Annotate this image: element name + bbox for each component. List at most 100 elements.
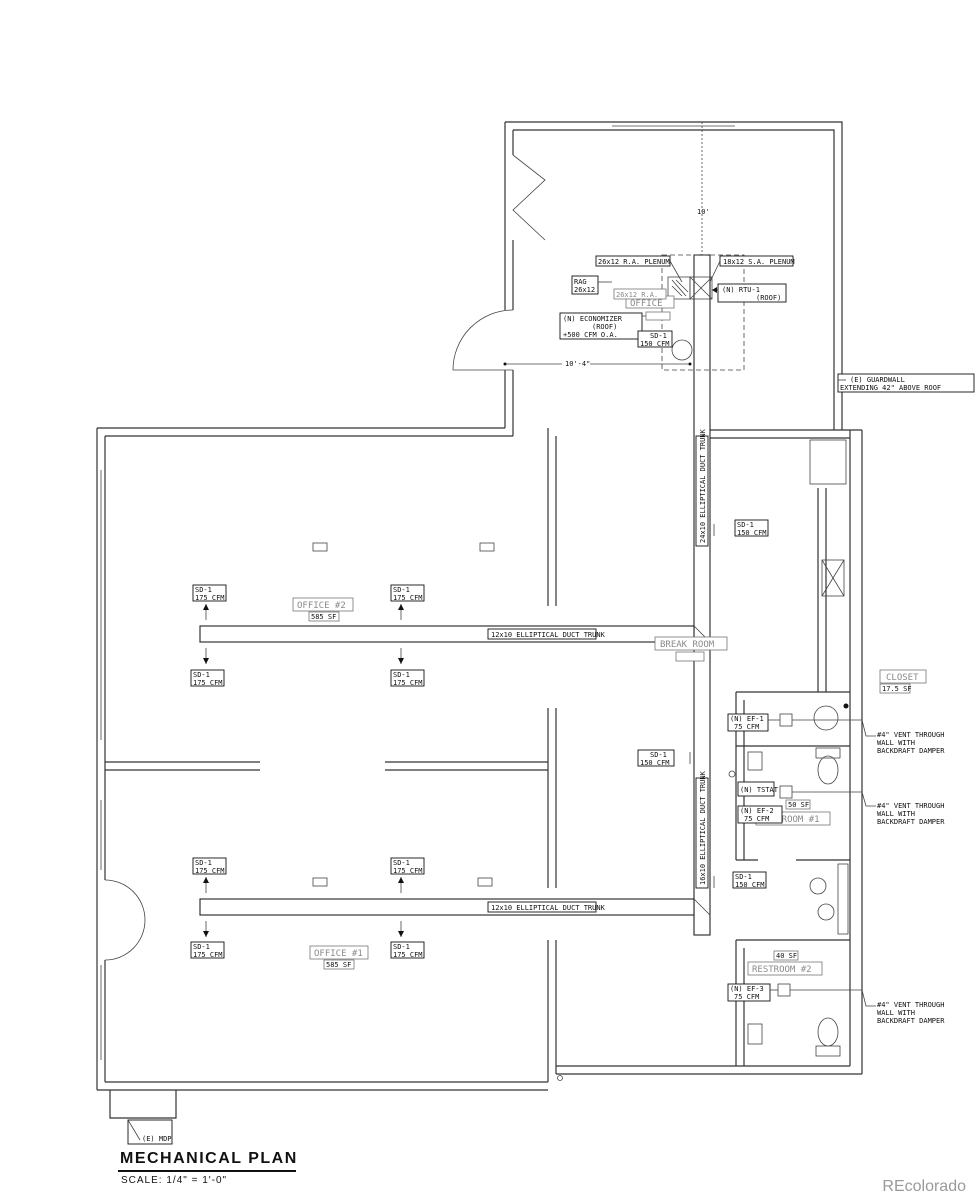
- svg-text:BACKDRAFT DAMPER: BACKDRAFT DAMPER: [877, 1017, 945, 1025]
- sa-plenum-label: 18x12 S.A. PLENUM: [723, 258, 795, 266]
- vent-note: #4" VENT THROUGH WALL WITH BACKDRAFT DAM…: [792, 719, 945, 755]
- svg-text:WALL WITH: WALL WITH: [877, 739, 915, 747]
- diffuser-tag: SD-1 175 CFM: [390, 921, 425, 959]
- svg-text:150 CFM: 150 CFM: [735, 881, 765, 889]
- svg-text:SD-1: SD-1: [195, 859, 212, 867]
- svg-text:175 CFM: 175 CFM: [195, 594, 225, 602]
- office-3-label: OFFICE: [630, 299, 663, 309]
- exhaust-fan-tag: (N) EF-2 75 CFM: [737, 785, 793, 824]
- rtu-sd1-tag: SD-1: [650, 332, 667, 340]
- diffuser-tag: SD-1 175 CFM: [390, 584, 425, 620]
- plan-scale: SCALE: 1/4" = 1'-0": [121, 1175, 228, 1186]
- tstat-label: (N) TSTAT: [740, 786, 779, 794]
- svg-text:175 CFM: 175 CFM: [393, 679, 423, 687]
- office-1-label: OFFICE #1: [314, 949, 363, 959]
- svg-text:175 CFM: 175 CFM: [393, 594, 423, 602]
- guardwall-line-1: (E) GUARDWALL: [850, 376, 905, 384]
- restroom-2-area: 40 SF: [776, 952, 797, 960]
- exhaust-fan-tag: (N) EF-3 75 CFM: [727, 983, 791, 1002]
- svg-text:75 CFM: 75 CFM: [734, 993, 759, 1001]
- svg-text:#4" VENT THROUGH: #4" VENT THROUGH: [877, 1001, 944, 1009]
- svg-text:SD-1: SD-1: [735, 873, 752, 881]
- office-2-label: OFFICE #2: [297, 601, 346, 611]
- svg-text:SD-1: SD-1: [737, 521, 754, 529]
- rtu-note: (ROOF): [756, 294, 781, 302]
- svg-text:WALL WITH: WALL WITH: [877, 810, 915, 818]
- diffuser-tag: SD-1 175 CFM: [192, 584, 227, 620]
- rag-tag: RAG: [574, 278, 587, 286]
- mdp-tag: (E) MDP: [127, 1119, 173, 1145]
- restroom-1-area: 50 SF: [788, 801, 809, 809]
- svg-text:175 CFM: 175 CFM: [393, 867, 423, 875]
- lower-trunk-label: 12x10 ELLIPTICAL DUCT TRUNK: [491, 904, 606, 912]
- svg-text:#4" VENT THROUGH: #4" VENT THROUGH: [877, 802, 944, 810]
- duct-trunk-labels: 12x10 ELLIPTICAL DUCT TRUNK 12x10 ELLIPT…: [487, 428, 709, 913]
- ceiling-grilles: [312, 542, 495, 887]
- svg-text:BACKDRAFT DAMPER: BACKDRAFT DAMPER: [877, 818, 945, 826]
- svg-text:BACKDRAFT DAMPER: BACKDRAFT DAMPER: [877, 747, 945, 755]
- plan-title: MECHANICAL PLAN: [120, 1150, 298, 1167]
- svg-text:75 CFM: 75 CFM: [744, 815, 769, 823]
- dimension-mid: 10'-4": [565, 360, 590, 368]
- svg-text:(N) EF-2: (N) EF-2: [740, 807, 774, 815]
- vent-notes: #4" VENT THROUGH WALL WITH BACKDRAFT DAM…: [790, 719, 945, 1025]
- office-1-area: 585 SF: [326, 961, 351, 969]
- guardwall-note: (E) GUARDWALL EXTENDING 42" ABOVE ROOF: [837, 373, 975, 393]
- ra-plenum-label: 26x12 R.A. PLENUM: [598, 258, 670, 266]
- exhaust-fan-tag: (N) EF-1 75 CFM: [727, 713, 793, 732]
- closet-area: 17.5 SF: [882, 685, 912, 693]
- diffuser-tag: SD-1 175 CFM: [192, 857, 227, 893]
- vertical-lower-trunk-label: 16x10 ELLIPTICAL DUCT TRUNK: [699, 770, 707, 885]
- exhaust-fans: (N) EF-1 75 CFM (N) EF-2 75 CFM (N) EF-3…: [727, 713, 793, 1002]
- mdp-label: (E) MDP: [142, 1135, 172, 1143]
- break-room-label: BREAK ROOM: [660, 640, 715, 650]
- diffuser-tag: SD-1 175 CFM: [390, 857, 425, 893]
- svg-text:#4" VENT THROUGH: #4" VENT THROUGH: [877, 731, 944, 739]
- svg-text:150 CFM: 150 CFM: [737, 529, 767, 537]
- vent-note: #4" VENT THROUGH WALL WITH BACKDRAFT DAM…: [792, 791, 945, 826]
- diffuser-tag: SD-1 175 CFM: [190, 648, 225, 687]
- svg-text:75 CFM: 75 CFM: [734, 723, 759, 731]
- plumbing-fixtures: [557, 703, 849, 1081]
- svg-text:175 CFM: 175 CFM: [195, 867, 225, 875]
- watermark-logo: REcolorado: [882, 1178, 966, 1195]
- ductwork: [199, 254, 745, 936]
- diffuser-tag: SD-1 150 CFM: [637, 749, 691, 767]
- svg-text:SD-1: SD-1: [393, 943, 410, 951]
- svg-text:150 CFM: 150 CFM: [640, 759, 670, 767]
- ra-label: 26x12 R.A.: [616, 291, 658, 299]
- closet-label: CLOSET: [886, 673, 919, 683]
- dimension-top: 10': [697, 208, 710, 216]
- restroom-1-label: RESTROOM #1: [760, 815, 820, 825]
- svg-text:175 CFM: 175 CFM: [393, 951, 423, 959]
- svg-text:(N) EF-1: (N) EF-1: [730, 715, 764, 723]
- lower-horizontal-duct-trunk: [199, 898, 695, 916]
- vertical-upper-trunk-label: 24x10 ELLIPTICAL DUCT TRUNK: [699, 428, 707, 543]
- dimensions: 10' 10'-4": [503, 122, 710, 368]
- diffuser-tag: SD-1 150 CFM: [713, 519, 769, 537]
- rtu-label: (N) RTU-1: [722, 286, 760, 294]
- svg-text:SD-1: SD-1: [393, 859, 410, 867]
- title-underline: [118, 1170, 296, 1172]
- svg-text:(N) EF-3: (N) EF-3: [730, 985, 764, 993]
- restroom-2-label: RESTROOM #2: [752, 965, 812, 975]
- supply-diffusers: SD-1 175 CFM SD-1 175 CFM SD-1 175 CFM S…: [190, 519, 769, 959]
- upper-trunk-label: 12x10 ELLIPTICAL DUCT TRUNK: [491, 631, 606, 639]
- upper-horizontal-duct-trunk: [199, 625, 695, 643]
- economizer-note: (ROOF): [592, 323, 617, 331]
- diffuser-tag: SD-1 175 CFM: [390, 648, 425, 687]
- svg-text:175 CFM: 175 CFM: [193, 951, 223, 959]
- economizer-label: (N) ECONOMIZER: [563, 315, 623, 323]
- svg-text:SD-1: SD-1: [193, 671, 210, 679]
- guardwall-line-2: EXTENDING 42" ABOVE ROOF: [840, 384, 941, 392]
- office-2-area: 585 SF: [311, 613, 336, 621]
- economizer-oa: +500 CFM O.A.: [563, 331, 618, 339]
- diffuser-tag: SD-1 150 CFM: [713, 871, 767, 889]
- svg-text:SD-1: SD-1: [650, 751, 667, 759]
- svg-text:SD-1: SD-1: [193, 943, 210, 951]
- svg-text:175 CFM: 175 CFM: [193, 679, 223, 687]
- vent-note: #4" VENT THROUGH WALL WITH BACKDRAFT DAM…: [790, 989, 945, 1025]
- rag-size: 26x12: [574, 286, 595, 294]
- svg-text:SD-1: SD-1: [393, 671, 410, 679]
